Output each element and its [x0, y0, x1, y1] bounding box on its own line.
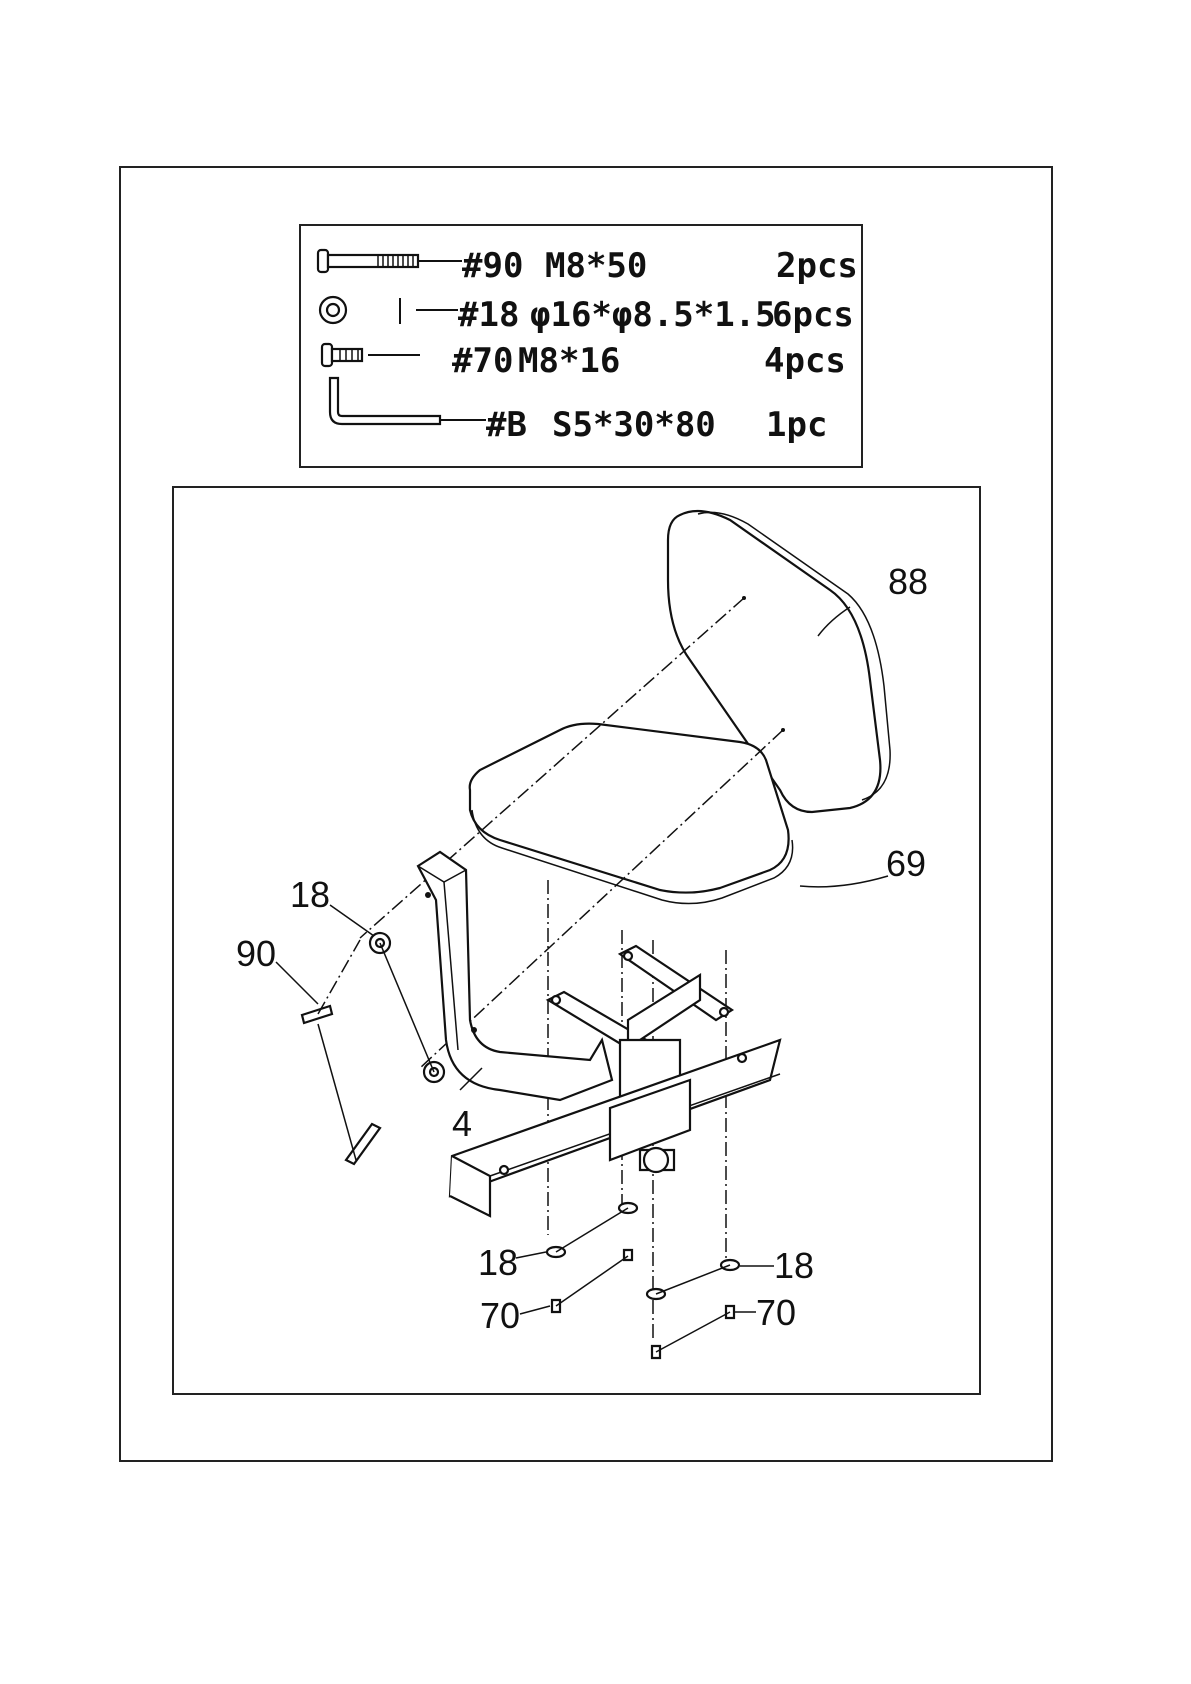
hardware-row-1-code: #90: [462, 246, 523, 286]
callout-18-bottom-left: 18: [478, 1242, 518, 1283]
seat-post: [418, 852, 612, 1100]
hardware-row-2-spec: φ16*φ8.5*1.5: [530, 295, 776, 335]
bolt-short-icon: [322, 344, 420, 366]
hardware-row-1-spec: M8*50: [545, 246, 647, 286]
allen-key-icon: [330, 378, 486, 424]
seat-pad: [470, 724, 793, 904]
bolt-90-upper: [302, 940, 360, 1023]
callout-18-left: 18: [290, 874, 330, 915]
bottom-hardware-left: [547, 1203, 637, 1312]
bottom-hardware-right: [647, 1260, 739, 1358]
hardware-row-1-qty: 2pcs: [776, 246, 858, 286]
hardware-row-2-qty: 6pcs: [772, 295, 854, 335]
callout-70-bottom-right: 70: [756, 1292, 796, 1333]
hardware-row-4-qty: 1pc: [766, 405, 827, 445]
bolt-long-icon: [318, 250, 462, 272]
hardware-row-2-code: #18: [458, 295, 519, 335]
hardware-row-4-code: #B: [486, 405, 527, 445]
hardware-row-3-code: #70: [452, 341, 513, 381]
callout-4: 4: [452, 1103, 472, 1144]
callout-69: 69: [886, 843, 926, 884]
callout-90: 90: [236, 933, 276, 974]
washer-icon: [320, 297, 458, 324]
hardware-row-4-spec: S5*30*80: [552, 405, 716, 445]
hardware-row-3-qty: 4pcs: [764, 341, 846, 381]
callout-88: 88: [888, 561, 928, 602]
callout-70-bottom-left: 70: [480, 1295, 520, 1336]
hardware-row-3-spec: M8*16: [518, 341, 620, 381]
callout-18-bottom-right: 18: [774, 1245, 814, 1286]
